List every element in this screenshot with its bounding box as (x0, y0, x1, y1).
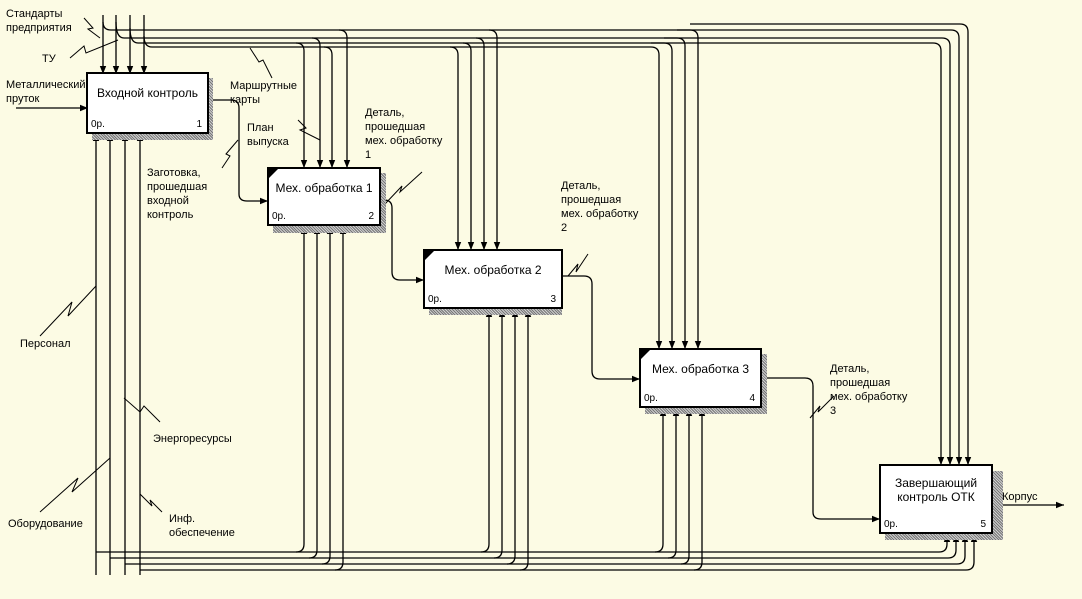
box-title: Завершающий контроль ОТК (894, 476, 978, 504)
mechanism-arrow-2b (308, 226, 321, 559)
label-equipment: Оборудование (8, 518, 83, 530)
label-release-plan: План выпуска (247, 122, 289, 148)
flow-arrow-2-3 (380, 199, 424, 284)
squiggle-energy (123, 397, 161, 423)
box-title: Мех. обработка 3 (651, 362, 750, 376)
corner-marker (425, 251, 434, 260)
label-detail3: Деталь, прошедшая мех. обработку 3 (830, 363, 908, 417)
mechanism-arrow-2d (334, 226, 347, 571)
activity-box-1[interactable]: Входной контроль 0р. 1 (86, 72, 209, 134)
squiggle-personnel (39, 285, 97, 337)
activity-box-2[interactable]: Мех. обработка 1 0р. 2 (267, 167, 381, 226)
activity-box-4[interactable]: Мех. обработка 3 0р. 4 (639, 348, 762, 408)
squiggle-route-maps (249, 47, 273, 79)
mechanism-arrow-3b (493, 309, 506, 559)
squiggle-detail2 (567, 253, 589, 277)
squiggle-detail3 (809, 395, 835, 419)
box-number: 4 (749, 393, 755, 404)
corner-marker (269, 169, 278, 178)
squiggle-standards (83, 17, 101, 39)
control-arrow-4d (450, 46, 663, 349)
mechanism-arrow-2c (321, 226, 334, 565)
label-body-output: Корпус (1002, 491, 1038, 503)
box-title: Мех. обработка 2 (444, 263, 542, 277)
mechanism-arrow-3a (480, 309, 493, 553)
label-personnel: Персонал (20, 338, 71, 350)
squiggle-detail1 (383, 171, 423, 206)
box-number: 2 (368, 211, 374, 222)
box-cost: 0р. (428, 294, 442, 305)
mechanism-arrow-4a (654, 408, 667, 553)
squiggle-blank (221, 139, 239, 169)
squiggle-release-plan (297, 119, 321, 141)
control-arrow-5b (677, 29, 963, 465)
box-cost: 0р. (884, 519, 898, 530)
box-cost: 0р. (91, 119, 105, 130)
label-detail1: Деталь, прошедшая мех. обработку 1 (365, 107, 443, 161)
label-energy: Энергоресурсы (153, 433, 232, 445)
box-cost: 0р. (272, 211, 286, 222)
squiggle-info (139, 493, 163, 513)
corner-marker (641, 350, 650, 359)
box-title: Мех. обработка 1 (275, 181, 373, 195)
label-standards: Стандарты предприятия (6, 8, 72, 34)
flow-arrow-1-2 (208, 99, 268, 205)
flow-arrow-4-5 (761, 377, 880, 523)
control-arrow-5d (651, 42, 945, 465)
label-blank: Заготовка, прошедшая входной контроль (147, 167, 208, 221)
label-info: Инф. обеспечение (169, 513, 235, 539)
squiggle-tu (69, 39, 119, 59)
label-detail2: Деталь, прошедшая мех. обработку 2 (561, 180, 639, 234)
squiggle-equipment (39, 457, 111, 513)
control-arrow-5a (690, 23, 972, 465)
mechanism-arrow-4b (667, 408, 680, 559)
box-number: 3 (550, 294, 556, 305)
control-arrow-5c (664, 37, 954, 465)
box-cost: 0р. (644, 393, 658, 404)
flow-arrow-3-4 (562, 275, 640, 383)
activity-box-3[interactable]: Мех. обработка 2 0р. 3 (423, 249, 563, 309)
mechanism-bus-a (96, 534, 951, 553)
mechanism-arrow-4d (693, 408, 706, 571)
mechanism-bus-d (140, 534, 978, 571)
activity-box-5[interactable]: Завершающий контроль ОТК 0р. 5 (879, 464, 993, 534)
label-tu: ТУ (42, 53, 56, 65)
box-number: 1 (196, 119, 202, 130)
box-title: Входной контроль (96, 86, 198, 100)
label-route-maps: Маршрутные карты (230, 80, 297, 106)
box-number: 5 (980, 519, 986, 530)
mechanism-arrow-3d (519, 309, 532, 571)
mechanism-arrow-3c (506, 309, 519, 565)
mechanism-arrow-2a (295, 226, 308, 553)
mechanism-bus-b (110, 534, 960, 559)
mechanism-arrow-4c (680, 408, 693, 565)
mechanism-bus-c (125, 534, 969, 565)
label-metal-rod: Металлический пруток (6, 79, 86, 105)
